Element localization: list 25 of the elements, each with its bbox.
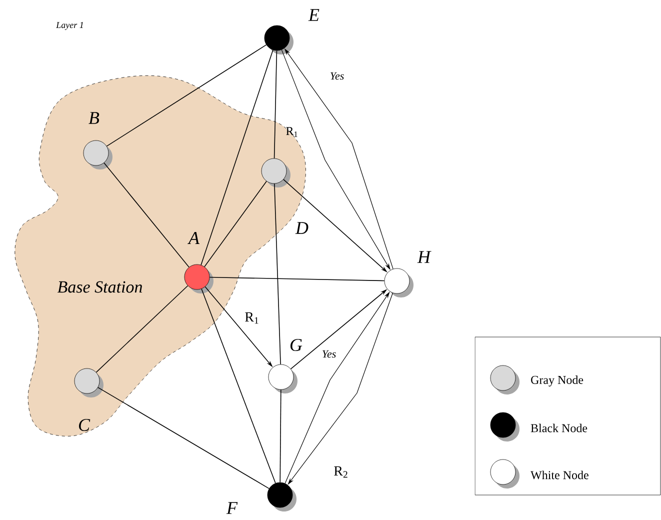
node-circle bbox=[264, 25, 294, 54]
node-circle bbox=[83, 140, 112, 170]
legend-text: Gray Node bbox=[531, 376, 584, 386]
legend-text: White Node bbox=[530, 470, 588, 480]
node-circle bbox=[184, 264, 214, 294]
node-letter: G bbox=[290, 338, 302, 352]
node-circle bbox=[74, 368, 104, 398]
edge-label: R$_{1}$ bbox=[244, 311, 260, 325]
edge-label: Yes bbox=[328, 71, 346, 81]
node-letter: E bbox=[308, 9, 320, 21]
edge-label: Yes bbox=[320, 349, 338, 359]
legend-text: Black Node bbox=[530, 424, 588, 432]
node-letter: H bbox=[417, 251, 432, 263]
node-circle bbox=[384, 268, 414, 298]
node-circle bbox=[268, 364, 298, 394]
edge-label: R$_{2}$ bbox=[332, 465, 350, 479]
node-circle bbox=[261, 158, 290, 188]
node-letter: D bbox=[295, 222, 308, 234]
node-letter: B bbox=[88, 112, 100, 124]
text-label: Layer 1 bbox=[56, 22, 83, 30]
node-circle bbox=[267, 482, 296, 512]
node-letter: C bbox=[79, 418, 90, 432]
text-label: R$_{1}$ bbox=[286, 127, 298, 137]
node-letter: F bbox=[226, 502, 238, 514]
node-letter: A bbox=[188, 232, 200, 244]
